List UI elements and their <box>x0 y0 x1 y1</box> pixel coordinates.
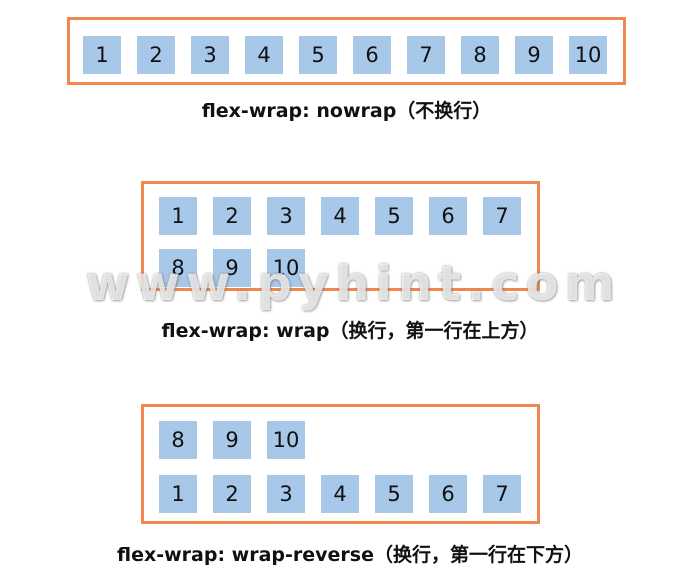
flex-item: 2 <box>213 475 251 513</box>
flex-item: 2 <box>137 36 175 74</box>
flex-item: 3 <box>267 475 305 513</box>
flex-item: 3 <box>267 197 305 235</box>
flex-item: 9 <box>213 249 251 287</box>
flex-item: 7 <box>407 36 445 74</box>
flex-item: 8 <box>159 249 197 287</box>
flex-item: 9 <box>515 36 553 74</box>
wrap-reverse-caption: flex-wrap: wrap-reverse（换行，第一行在下方） <box>117 544 583 566</box>
flex-item: 4 <box>321 475 359 513</box>
flex-item: 9 <box>213 421 251 459</box>
flex-item: 10 <box>267 421 305 459</box>
flex-item: 6 <box>429 197 467 235</box>
flex-item: 4 <box>245 36 283 74</box>
wrap-caption: flex-wrap: wrap（换行，第一行在上方） <box>161 320 539 342</box>
flex-item: 1 <box>159 197 197 235</box>
wrap-reverse-container <box>141 404 540 524</box>
nowrap-container <box>67 17 626 85</box>
flex-item: 10 <box>569 36 607 74</box>
flex-item: 10 <box>267 249 305 287</box>
flex-item: 3 <box>191 36 229 74</box>
flex-item: 7 <box>483 475 521 513</box>
flex-item: 2 <box>213 197 251 235</box>
wrap-container <box>141 181 540 291</box>
flex-item: 8 <box>461 36 499 74</box>
flex-item: 6 <box>429 475 467 513</box>
flex-item: 1 <box>83 36 121 74</box>
flex-item: 1 <box>159 475 197 513</box>
flex-item: 5 <box>375 197 413 235</box>
flex-item: 7 <box>483 197 521 235</box>
nowrap-caption: flex-wrap: nowrap（不换行） <box>201 100 492 122</box>
flex-item: 4 <box>321 197 359 235</box>
flex-item: 5 <box>299 36 337 74</box>
flex-item: 6 <box>353 36 391 74</box>
flex-item: 8 <box>159 421 197 459</box>
flex-item: 5 <box>375 475 413 513</box>
